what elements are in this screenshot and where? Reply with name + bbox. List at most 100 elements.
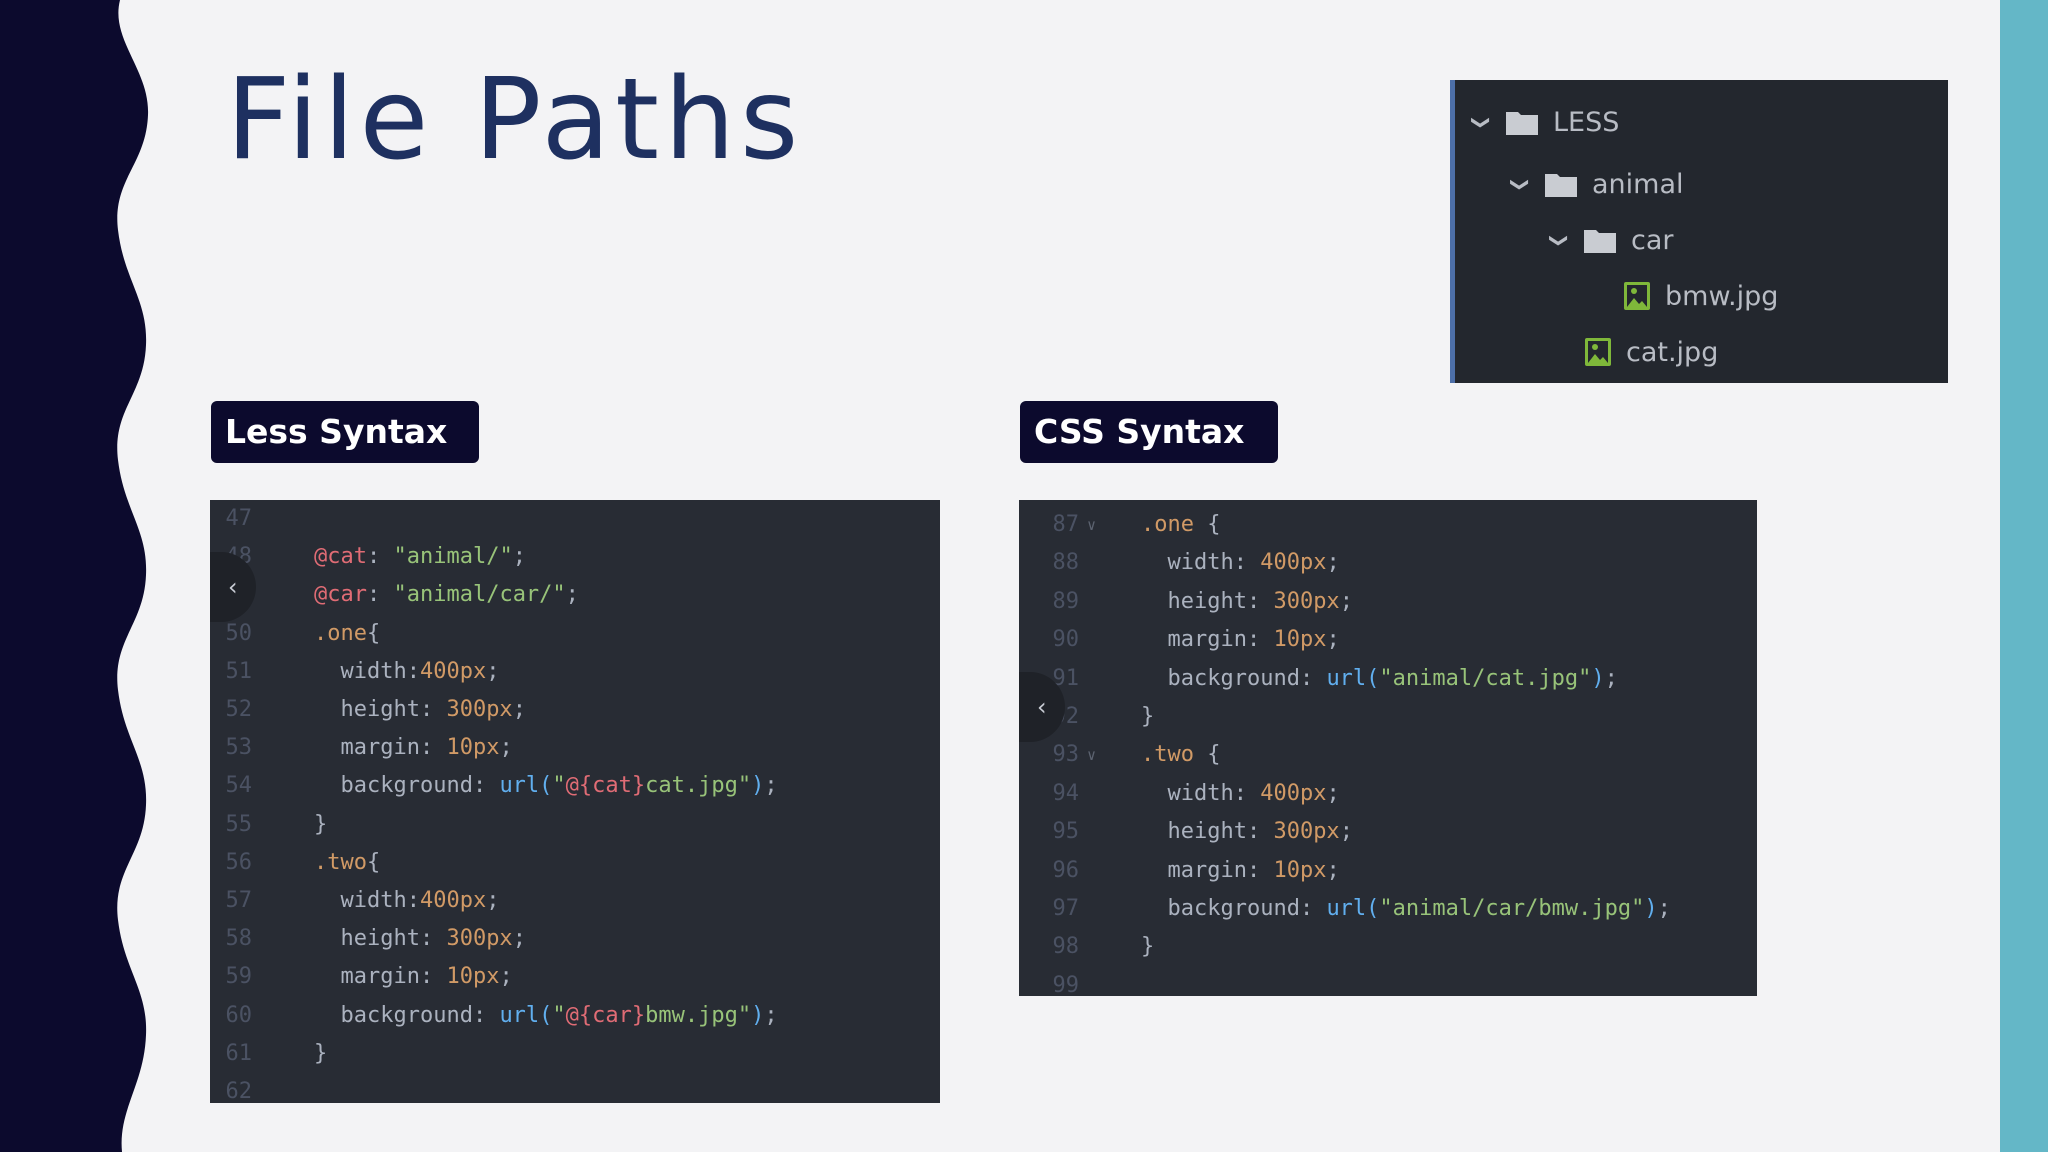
code-token: height:: [314, 697, 447, 722]
code-token: width:: [314, 888, 420, 913]
line-number: 89: [1052, 588, 1080, 614]
code-line: 54 background: url("@{cat}cat.jpg");: [210, 767, 940, 805]
image-file-icon: [1623, 281, 1651, 311]
code-token: {: [366, 620, 381, 646]
code-token: 300px: [446, 697, 513, 722]
line-number: 97: [1052, 896, 1080, 921]
code-token: @cat: [314, 544, 367, 570]
code-line: 61}: [210, 1035, 940, 1073]
tree-label: bmw.jpg: [1665, 280, 1779, 312]
line-number: 87: [1052, 512, 1080, 537]
code-line: 47: [210, 500, 940, 538]
code-token: ;: [1339, 588, 1353, 614]
code-text: }: [1141, 928, 1154, 966]
code-token: 10px: [446, 735, 500, 761]
code-line: 62: [210, 1073, 940, 1103]
code-token: ): [1644, 896, 1658, 921]
css-syntax-label: CSS Syntax: [1020, 401, 1278, 463]
code-line: 90 margin: 10px;: [1019, 621, 1757, 659]
code-text: @cat: "animal/";: [314, 538, 526, 576]
code-line: 95 height: 300px;: [1019, 813, 1757, 851]
line-number: 93: [1052, 742, 1080, 768]
tree-row-animal[interactable]: ❯ animal: [1506, 164, 1684, 204]
tree-label: cat.jpg: [1626, 336, 1719, 368]
line-number: 60: [225, 1002, 253, 1028]
line-number: 57: [225, 888, 253, 913]
tree-row-cat[interactable]: cat.jpg: [1584, 332, 1718, 372]
code-token: ;: [1657, 896, 1671, 921]
code-token: @{car}: [565, 1002, 646, 1028]
code-text: width: 400px;: [1141, 544, 1339, 582]
code-token: url(: [1326, 665, 1380, 691]
line-number: 53: [225, 735, 253, 761]
tree-row-bmw[interactable]: bmw.jpg: [1623, 276, 1778, 316]
tree-label: car: [1631, 224, 1674, 256]
code-token: ;: [486, 658, 500, 684]
code-token: }: [1141, 704, 1155, 729]
code-token: ;: [764, 773, 778, 799]
line-number: 61: [225, 1040, 253, 1066]
line-number: 52: [225, 697, 253, 722]
code-text: background: url("animal/cat.jpg");: [1141, 660, 1617, 698]
code-token: ;: [1326, 857, 1340, 883]
code-token: .one: [314, 620, 367, 646]
code-line: 58 height: 300px;: [210, 920, 940, 958]
image-file-icon: [1584, 337, 1612, 367]
code-line: 87 ∨ .one {: [1019, 506, 1757, 544]
code-token: ): [751, 1002, 765, 1028]
code-token: @{cat}: [565, 773, 646, 799]
line-number: 88: [1052, 550, 1080, 576]
chevron-down-icon[interactable]: ❯: [1548, 232, 1570, 248]
code-text: margin: 10px;: [1141, 852, 1340, 890]
code-text: width:400px;: [314, 882, 499, 920]
line-number: 99: [1052, 972, 1080, 996]
code-token: }: [1141, 934, 1155, 960]
code-token: width:: [314, 658, 420, 684]
fold-chevron-icon[interactable]: ∨: [1087, 516, 1097, 534]
code-token: ;: [499, 964, 513, 990]
code-text: .one {: [1141, 506, 1220, 544]
code-text: margin: 10px;: [314, 958, 513, 996]
line-number: 54: [225, 773, 253, 799]
code-line: 57 width:400px;: [210, 882, 940, 920]
line-number: 59: [225, 964, 253, 990]
code-line: 99: [1019, 967, 1757, 996]
code-token: ": [552, 1002, 566, 1028]
code-token: ;: [1326, 780, 1340, 806]
code-token: margin:: [1141, 627, 1274, 653]
chevron-down-icon[interactable]: ❯: [1470, 114, 1492, 130]
code-line: 93 ∨ .two {: [1019, 736, 1757, 774]
code-token: }: [314, 1040, 328, 1066]
code-line: 50.one{: [210, 615, 940, 653]
code-text: .two {: [1141, 736, 1220, 774]
code-token: :: [366, 582, 394, 608]
code-line: 89 height: 300px;: [1019, 583, 1757, 621]
code-text: @car: "animal/car/";: [314, 576, 579, 614]
code-line: 60 background: url("@{car}bmw.jpg");: [210, 997, 940, 1035]
right-accent-bar: [2000, 0, 2048, 1152]
code-token: margin:: [1141, 857, 1274, 883]
code-token: width:: [1141, 780, 1261, 806]
code-token: height:: [1141, 588, 1274, 614]
tree-row-car[interactable]: ❯ car: [1545, 220, 1674, 260]
line-number: 94: [1052, 780, 1080, 806]
code-token: @car: [314, 582, 367, 608]
folder-icon: [1583, 226, 1617, 254]
code-token: "animal/cat.jpg": [1379, 665, 1592, 691]
tree-row-less[interactable]: ❯ LESS: [1467, 102, 1620, 142]
code-token: 300px: [446, 926, 513, 952]
code-text: background: url("animal/car/bmw.jpg");: [1141, 890, 1671, 928]
code-token: "animal/car/": [393, 582, 566, 608]
line-number: 51: [225, 658, 253, 684]
code-token: ;: [1326, 627, 1340, 653]
code-line: 88 width: 400px;: [1019, 544, 1757, 582]
chevron-down-icon[interactable]: ❯: [1509, 176, 1531, 192]
code-text: height: 300px;: [314, 691, 525, 729]
code-token: ;: [565, 582, 579, 608]
code-text: height: 300px;: [1141, 583, 1353, 621]
slide-title: File Paths: [226, 55, 804, 185]
code-token: 10px: [446, 964, 500, 990]
fold-chevron-icon[interactable]: ∨: [1087, 746, 1097, 765]
line-number: 95: [1052, 819, 1080, 845]
code-token: margin:: [314, 735, 447, 761]
